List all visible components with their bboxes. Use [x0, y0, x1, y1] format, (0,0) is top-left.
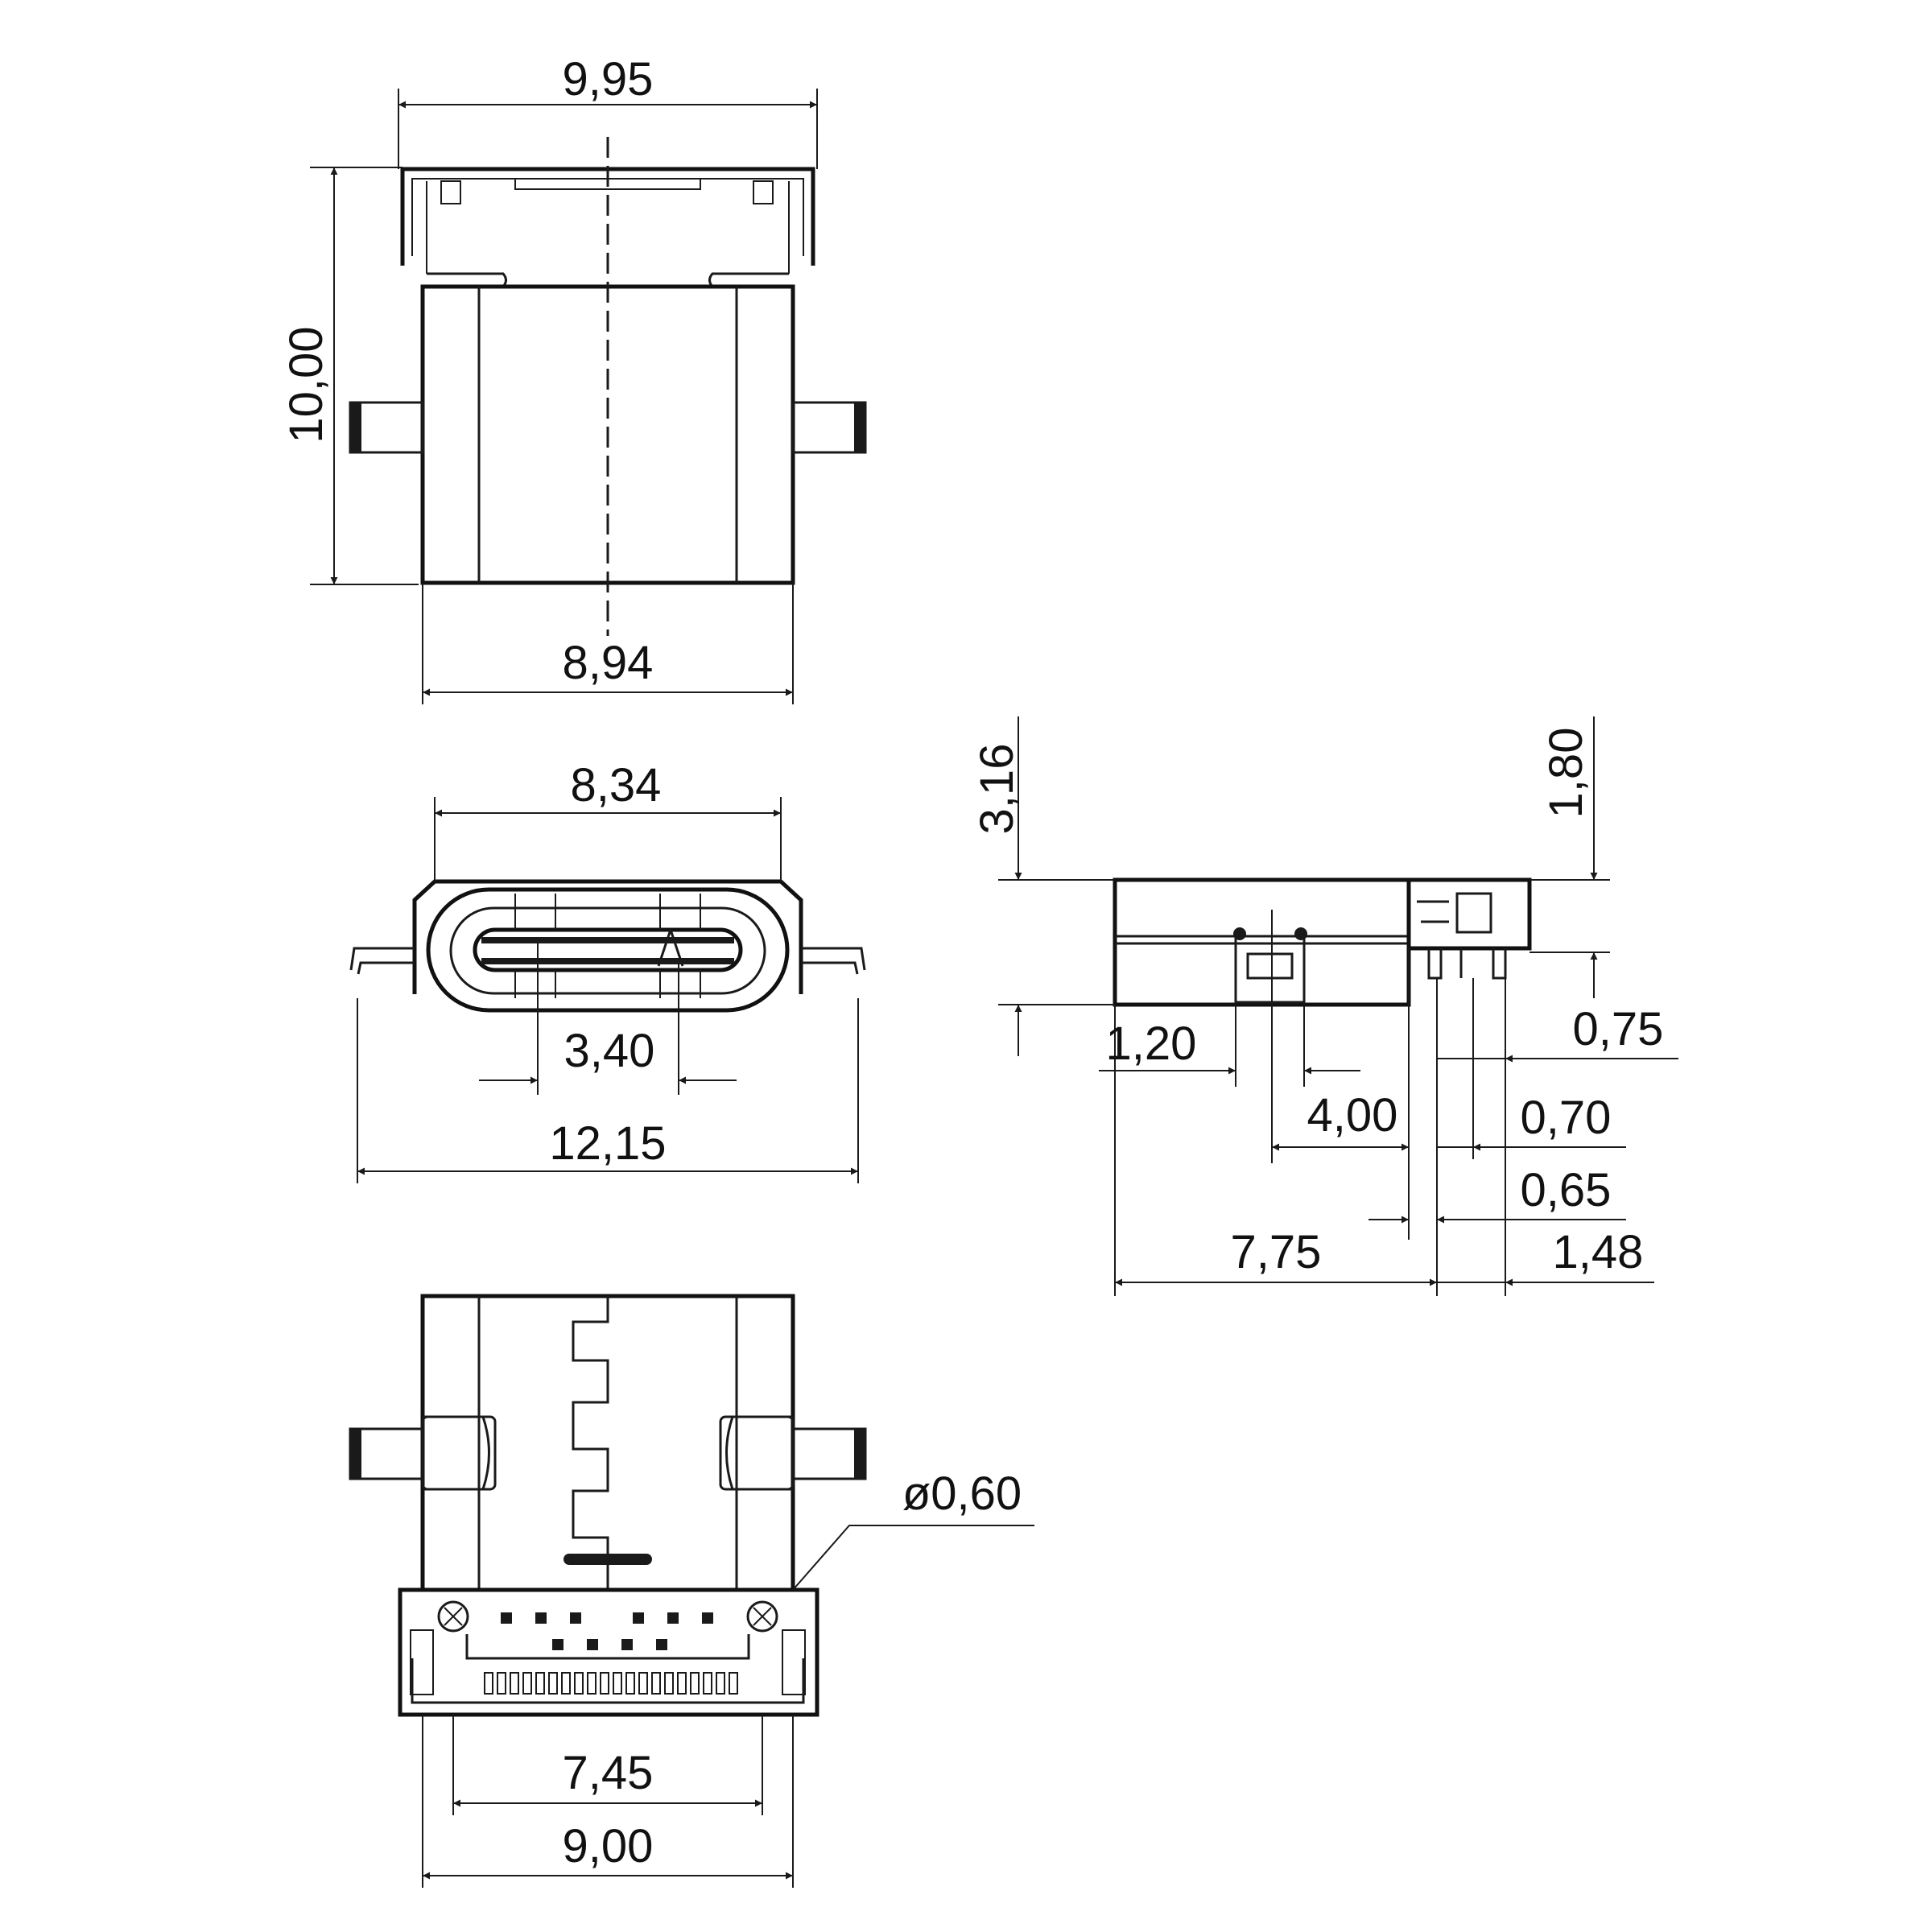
- dim-1-48: 1,48: [1553, 1226, 1644, 1278]
- top-view-dimensions: 9,95 10,00 8,94: [280, 53, 818, 704]
- dim-width-top: 9,95: [563, 53, 654, 105]
- dim-opening-width: 8,34: [571, 759, 662, 811]
- top-view: [349, 137, 867, 636]
- dim-pitch-width: 7,45: [563, 1747, 654, 1799]
- dim-7-75: 7,75: [1231, 1226, 1322, 1278]
- bottom-view-dimensions: ø0,60 7,45 9,00: [422, 1468, 1034, 1888]
- dim-0-75: 0,75: [1573, 1003, 1664, 1055]
- dim-height-front: 1,80: [1540, 728, 1592, 819]
- dim-height-total: 3,16: [971, 744, 1023, 835]
- dim-tongue-width: 3,40: [564, 1025, 655, 1077]
- dim-1-20: 1,20: [1106, 1018, 1197, 1070]
- bottom-view: [349, 1294, 867, 1717]
- contact-pads: [484, 1672, 738, 1695]
- dim-height: 10,00: [280, 326, 332, 443]
- dim-hole-diameter: ø0,60: [902, 1468, 1022, 1520]
- dim-width-bottom: 8,94: [563, 637, 654, 689]
- pin-dots: [501, 1612, 713, 1650]
- dim-4-00: 4,00: [1307, 1089, 1398, 1141]
- front-view-dimensions: 8,34 3,40 12,15: [357, 759, 859, 1183]
- dim-body-width: 9,00: [563, 1820, 654, 1872]
- side-view: [1113, 877, 1532, 1007]
- side-view-dimensions: 3,16 1,80 1,20 4,00 0,75 0,70: [971, 716, 1678, 1296]
- dim-0-70: 0,70: [1521, 1092, 1612, 1144]
- dim-0-65: 0,65: [1521, 1164, 1612, 1216]
- front-view: [349, 879, 866, 1013]
- dim-overall-width: 12,15: [549, 1117, 666, 1170]
